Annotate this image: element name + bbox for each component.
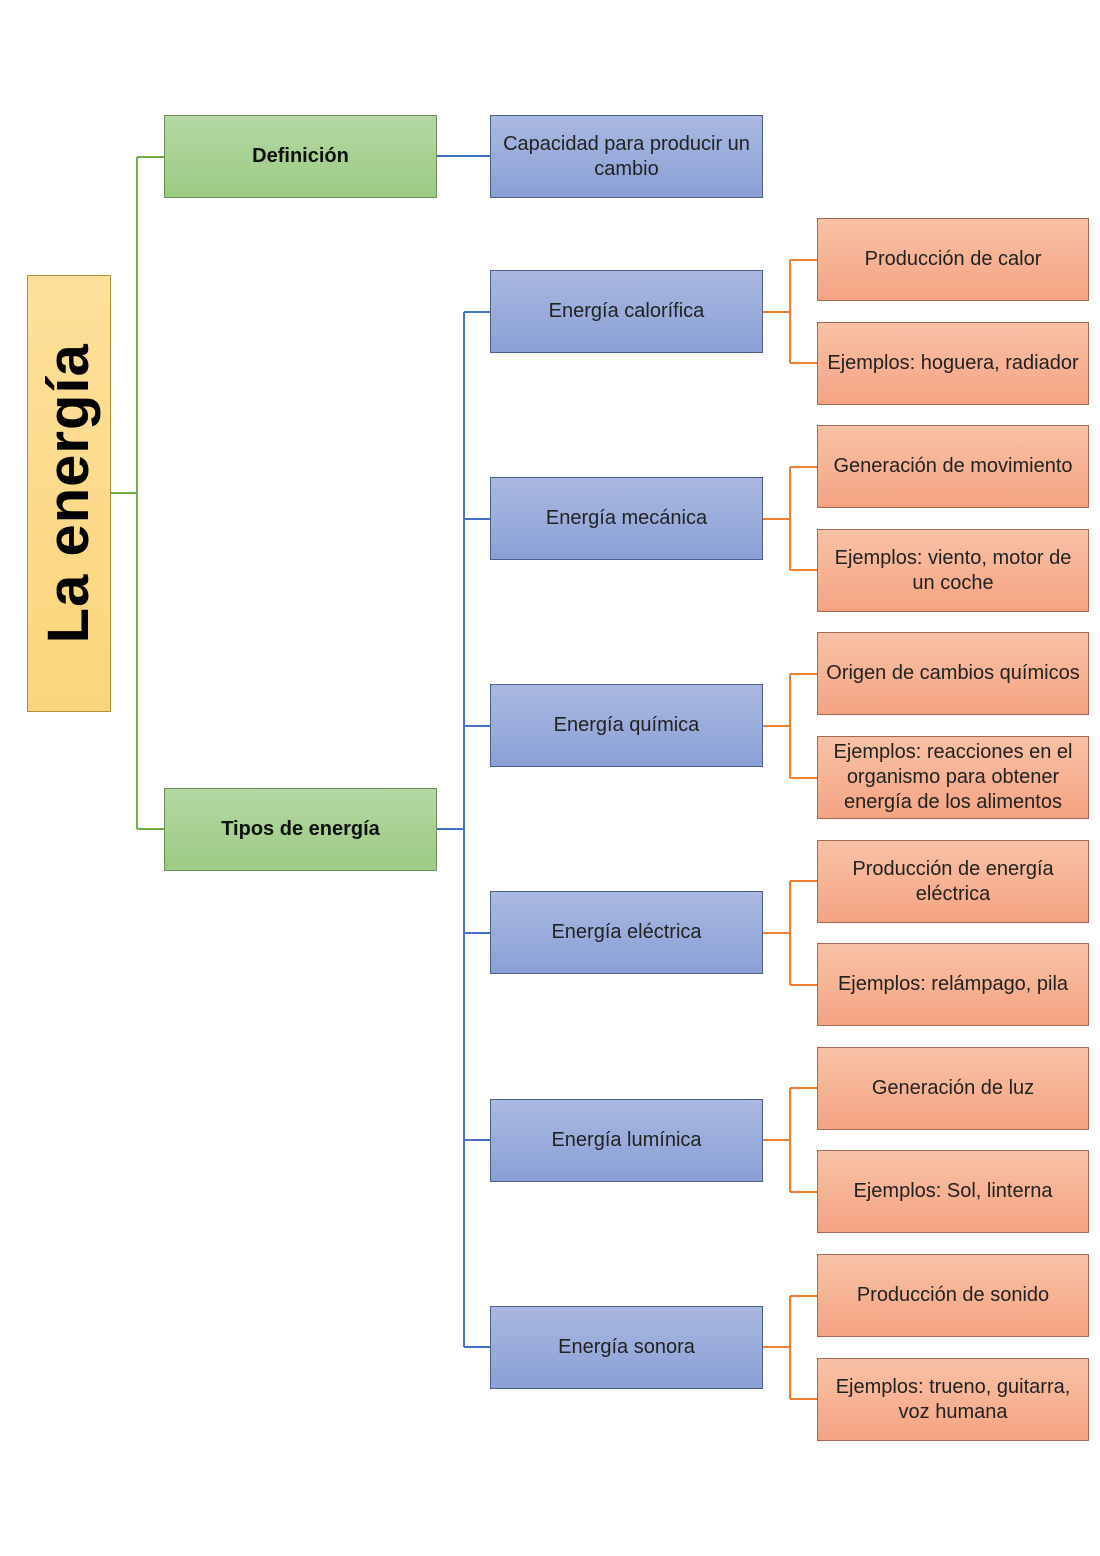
detalle-node: Generación de luz — [817, 1047, 1089, 1130]
ejemplo-node: Ejemplos: viento, motor de un coche — [817, 529, 1089, 612]
connector-luminica — [763, 1087, 817, 1193]
connector-calorifica — [763, 259, 817, 364]
detalle-node: Producción de calor — [817, 218, 1089, 301]
root-title: La energía — [35, 343, 101, 644]
detalle-node: Producción de sonido — [817, 1254, 1089, 1337]
connector-sonora — [763, 1295, 817, 1400]
tipo-node-electrica: Energía eléctrica — [490, 891, 763, 974]
tipo-node-luminica: Energía lumínica — [490, 1099, 763, 1182]
tipo-node-mecanica: Energía mecánica — [490, 477, 763, 560]
tipo-node-quimica: Energía química — [490, 684, 763, 767]
detalle-node: Producción de energía eléctrica — [817, 840, 1089, 923]
ejemplo-node: Ejemplos: Sol, linterna — [817, 1150, 1089, 1233]
ejemplo-node: Ejemplos: hoguera, radiador — [817, 322, 1089, 405]
definicion-text-node: Capacidad para producir un cambio — [490, 115, 763, 198]
ejemplo-node: Ejemplos: trueno, guitarra, voz humana — [817, 1358, 1089, 1441]
root-node: La energía — [27, 275, 111, 712]
connector-mecanica — [763, 466, 817, 571]
tipos-node: Tipos de energía — [164, 788, 437, 871]
ejemplo-node: Ejemplos: reacciones en el organismo par… — [817, 736, 1089, 819]
connector-root-trunk — [110, 156, 164, 830]
detalle-node: Origen de cambios químicos — [817, 632, 1089, 715]
detalle-node: Generación de movimiento — [817, 425, 1089, 508]
connector-electrica — [763, 880, 817, 986]
connector-quimica — [763, 673, 817, 779]
ejemplo-node: Ejemplos: relámpago, pila — [817, 943, 1089, 1026]
definicion-node: Definición — [164, 115, 437, 198]
tipo-node-calorifica: Energía calorífica — [490, 270, 763, 353]
connector-tipos-trunk — [437, 311, 490, 1348]
tipo-node-sonora: Energía sonora — [490, 1306, 763, 1389]
